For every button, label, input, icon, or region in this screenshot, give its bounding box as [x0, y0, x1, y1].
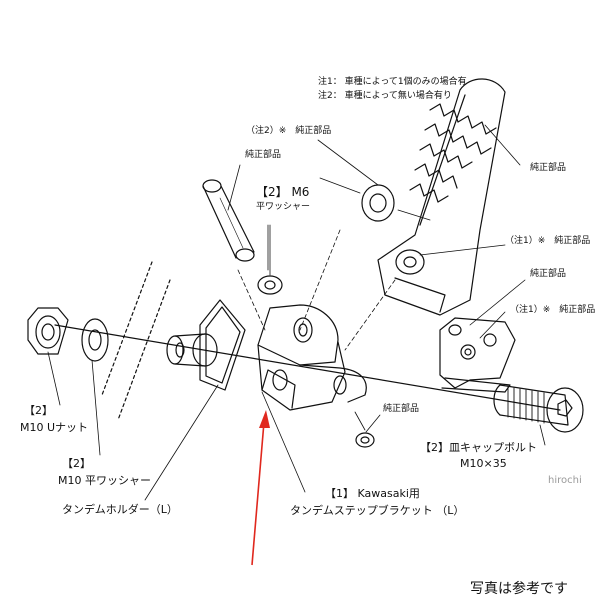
- guide-lines: [237, 229, 396, 351]
- clip-washer-part: [354, 411, 375, 448]
- m10-washer-title: 【2】: [62, 457, 91, 470]
- m10-washer-sub: M10 平ワッシャー: [58, 474, 151, 487]
- leader-lines: [47, 124, 546, 501]
- footnote: 写真は参考です: [470, 581, 568, 597]
- genuine-label-pin: 純正部品: [245, 150, 282, 160]
- genuine-label-clip: 純正部品: [383, 404, 420, 414]
- genuine-label-right: 純正部品: [530, 269, 567, 279]
- note-2: 注2： 車種によって無い場合有り: [318, 91, 452, 101]
- cap-bolt-title: 【2】皿キャップボルト: [420, 441, 537, 454]
- m10-nut-title: 【2】: [24, 404, 53, 417]
- footpeg-part: [377, 78, 506, 316]
- m6-washer-sub: 平ワッシャー: [256, 202, 311, 212]
- bracket-title: 【1】 Kawasaki用: [325, 487, 420, 500]
- m10-nut-sub: M10 Uナット: [20, 421, 89, 434]
- genuine-label-note1-b: （注1）※ 純正部品: [510, 305, 596, 315]
- u-nut-part: [27, 307, 69, 355]
- m6-washer-part: [257, 224, 283, 295]
- tandem-holder-label: タンデムホルダー（L）: [62, 503, 178, 516]
- mount-plate-part: [439, 317, 516, 393]
- cap-bolt-part: [493, 384, 584, 433]
- m6-washer-title: 【2】 M6: [256, 185, 310, 199]
- bracket-part: [257, 304, 367, 411]
- m10-washer-part: [81, 318, 109, 362]
- assembly-axis-line: [54, 324, 561, 411]
- bracket-sub: タンデムステップブラケット （L）: [290, 504, 465, 517]
- genuine-label-footpeg: 純正部品: [530, 163, 567, 173]
- genuine-label-note1-a: （注1）※ 純正部品: [505, 236, 591, 246]
- red-arrow: [251, 410, 270, 566]
- note-1: 注1： 車種によって1個のみの場合有: [318, 77, 467, 87]
- genuine-washer-part: [319, 177, 431, 222]
- cap-bolt-sub: M10×35: [460, 457, 507, 470]
- plate-part: [199, 299, 246, 391]
- genuine-label-note2: （注2）※ 純正部品: [246, 126, 332, 136]
- holder-hint-lines: [101, 261, 171, 421]
- spacer-part: [166, 333, 218, 367]
- watermark: hirochi: [548, 475, 582, 486]
- pin-part: [202, 179, 255, 262]
